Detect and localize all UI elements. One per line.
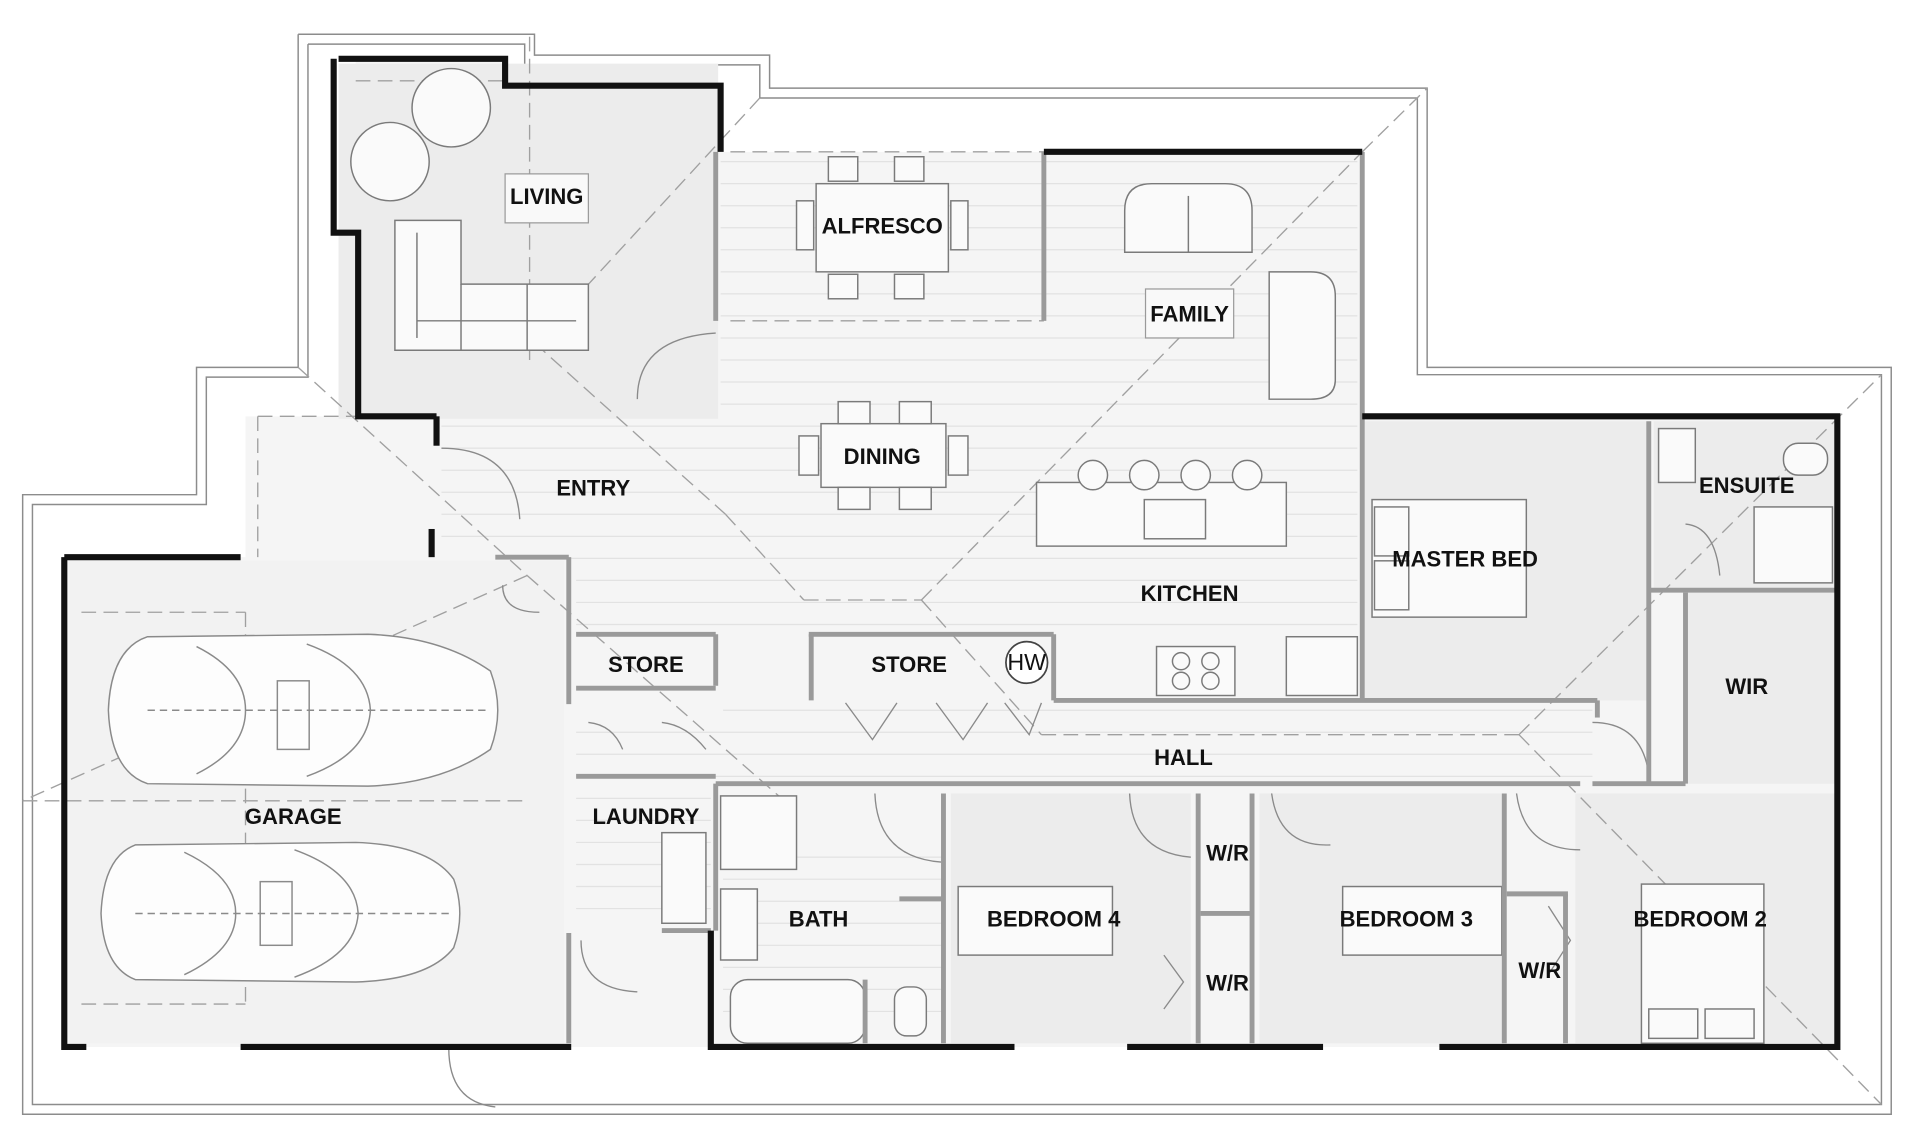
bedroom-4-bed [957, 885, 1114, 956]
room-label-wr-1: W/R [1206, 841, 1249, 866]
room-label-store-2: STORE [871, 652, 947, 677]
room-label-laundry: LAUNDRY [592, 804, 699, 829]
room-label-kitchen: KITCHEN [1141, 581, 1239, 606]
ensuite-shower [1753, 506, 1834, 584]
room-label-ensuite: ENSUITE [1699, 473, 1794, 498]
fridge [1285, 636, 1359, 697]
room-label-store-1: STORE [608, 652, 684, 677]
bath-toilet [893, 986, 928, 1037]
room-label-master-bed: MASTER BED [1392, 547, 1538, 572]
kitchen-sink [1143, 498, 1207, 540]
room-label-alfresco: ALFRESCO [822, 214, 943, 239]
bath-vanity [719, 888, 759, 961]
room-label-dining: DINING [844, 444, 921, 469]
ensuite-toilet [1782, 442, 1829, 476]
laundry-tub [661, 831, 707, 924]
room-label-bedroom-4: BEDROOM 4 [987, 907, 1121, 932]
room-label-wir: WIR [1725, 674, 1768, 699]
room-label-garage: GARAGE [245, 804, 342, 829]
wir-floor [1683, 592, 1835, 784]
family-armchair [1268, 271, 1337, 400]
hot-water-unit [1005, 640, 1049, 685]
alfresco-table [815, 182, 950, 273]
bath-shower [719, 795, 798, 871]
room-label-bedroom-3: BEDROOM 3 [1340, 907, 1473, 932]
bathtub [729, 978, 866, 1044]
furniture [350, 67, 1834, 1044]
bedroom-3-bed [1341, 885, 1503, 956]
room-label-hw: HW [1007, 649, 1046, 675]
room-label-bath: BATH [789, 907, 849, 932]
car-top [107, 633, 499, 787]
room-label-hall: HALL [1154, 745, 1213, 770]
room-label-wr-3: W/R [1518, 958, 1561, 983]
label-boxes [504, 173, 1235, 339]
room-labels: LIVING ALFRESCO FAMILY DINING ENTRY KITC… [245, 184, 1795, 995]
door-swings [441, 332, 1721, 1108]
room-label-wr-2: W/R [1206, 970, 1249, 995]
dining-table [820, 422, 947, 489]
room-label-entry: ENTRY [556, 476, 630, 501]
cooktop [1155, 645, 1236, 697]
living-chair-1 [411, 67, 492, 148]
interior-walls [495, 151, 1838, 1044]
living-chair-2 [350, 121, 430, 202]
room-label-family: FAMILY [1150, 302, 1229, 327]
ensuite-vanity [1657, 427, 1697, 484]
exterior-walls [61, 55, 1841, 1050]
car-bottom [100, 841, 461, 983]
living-sofa [394, 219, 590, 351]
room-label-bedroom-2: BEDROOM 2 [1633, 907, 1766, 932]
room-label-living: LIVING [510, 184, 583, 209]
